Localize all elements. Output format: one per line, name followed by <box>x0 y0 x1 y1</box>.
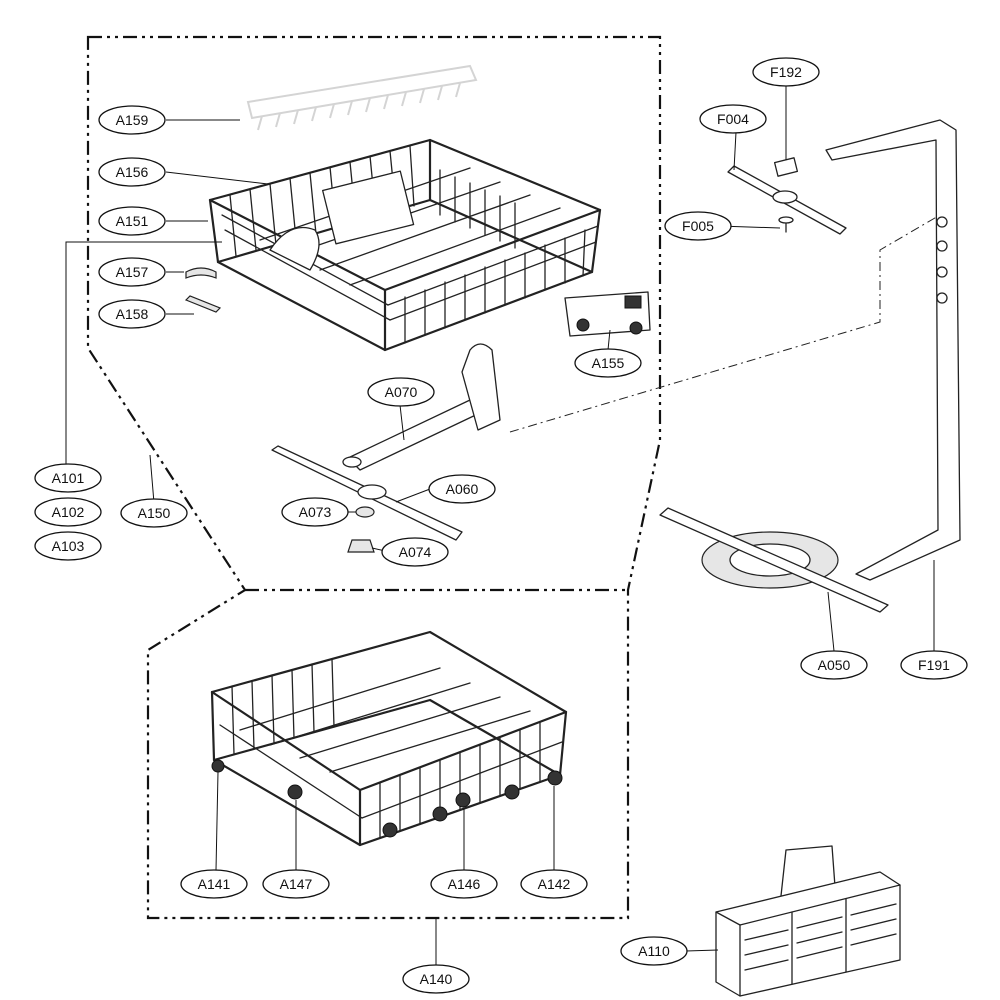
nut-f192-part <box>773 157 799 177</box>
svg-text:A060: A060 <box>446 481 479 497</box>
screw-f005-part <box>778 216 794 233</box>
lower-rack-a140-part <box>210 630 568 847</box>
svg-text:A070: A070 <box>385 384 418 400</box>
svg-text:A101: A101 <box>52 470 85 486</box>
spray-arm-a060-part <box>271 445 463 541</box>
svg-text:A150: A150 <box>138 505 171 521</box>
lower-spray-arm-a050-part <box>659 507 889 613</box>
svg-text:A155: A155 <box>592 355 625 371</box>
svg-text:A158: A158 <box>116 306 149 322</box>
seal-a073-part <box>355 506 375 518</box>
svg-text:A157: A157 <box>116 264 149 280</box>
svg-text:F191: F191 <box>918 657 950 673</box>
callout-a146[interactable]: A146 <box>430 869 498 899</box>
callout-a158[interactable]: A158 <box>98 299 166 329</box>
svg-text:A151: A151 <box>116 213 149 229</box>
nut-a074-part <box>347 539 375 553</box>
callout-a157[interactable]: A157 <box>98 257 166 287</box>
svg-text:A159: A159 <box>116 112 149 128</box>
svg-text:A156: A156 <box>116 164 149 180</box>
callout-f004[interactable]: F004 <box>699 104 767 134</box>
svg-text:A110: A110 <box>638 943 670 959</box>
supply-tube-a070-part <box>342 343 501 471</box>
callout-a155[interactable]: A155 <box>574 348 642 378</box>
tine-row-a159-part <box>246 64 478 131</box>
callout-a050[interactable]: A050 <box>800 650 868 680</box>
svg-text:F004: F004 <box>717 111 749 127</box>
callout-a110[interactable]: A110 <box>620 936 688 966</box>
cutlery-basket-a110-part <box>715 845 901 997</box>
callout-a140[interactable]: A140 <box>402 964 470 994</box>
callout-f005[interactable]: F005 <box>664 211 732 241</box>
svg-text:F005: F005 <box>682 218 714 234</box>
callout-a147[interactable]: A147 <box>262 869 330 899</box>
svg-text:A140: A140 <box>420 971 453 987</box>
callout-a101[interactable]: A101 <box>34 463 102 493</box>
callout-a156[interactable]: A156 <box>98 157 166 187</box>
water-tube-f191-part <box>825 119 961 581</box>
rail-bracket-a155-part <box>564 291 651 337</box>
callout-a142[interactable]: A142 <box>520 869 588 899</box>
svg-text:A142: A142 <box>538 876 571 892</box>
callout-a103[interactable]: A103 <box>34 531 102 561</box>
svg-text:A103: A103 <box>52 538 85 554</box>
callout-a060[interactable]: A060 <box>428 474 496 504</box>
callout-f191[interactable]: F191 <box>900 650 968 680</box>
callout-a150[interactable]: A150 <box>120 498 188 528</box>
svg-text:F192: F192 <box>770 64 802 80</box>
callout-a141[interactable]: A141 <box>180 869 248 899</box>
svg-text:A050: A050 <box>818 657 851 673</box>
upper-rack-group-border <box>86 35 662 920</box>
upper-rack-a150-part <box>208 138 602 352</box>
svg-text:A102: A102 <box>52 504 85 520</box>
callout-a070[interactable]: A070 <box>367 377 435 407</box>
connection-line <box>509 214 941 433</box>
callout-a151[interactable]: A151 <box>98 206 166 236</box>
callout-a074[interactable]: A074 <box>381 537 449 567</box>
clip-a158-part <box>184 295 222 313</box>
svg-text:A141: A141 <box>198 876 231 892</box>
clip-a157-part <box>185 267 217 279</box>
svg-text:A146: A146 <box>448 876 481 892</box>
svg-text:A073: A073 <box>299 504 332 520</box>
callout-a159[interactable]: A159 <box>98 105 166 135</box>
svg-text:A074: A074 <box>399 544 432 560</box>
upper-spray-arm-f004-part <box>727 165 847 235</box>
callout-a073[interactable]: A073 <box>281 497 349 527</box>
callout-f192[interactable]: F192 <box>752 57 820 87</box>
svg-text:A147: A147 <box>280 876 313 892</box>
callout-a102[interactable]: A102 <box>34 497 102 527</box>
